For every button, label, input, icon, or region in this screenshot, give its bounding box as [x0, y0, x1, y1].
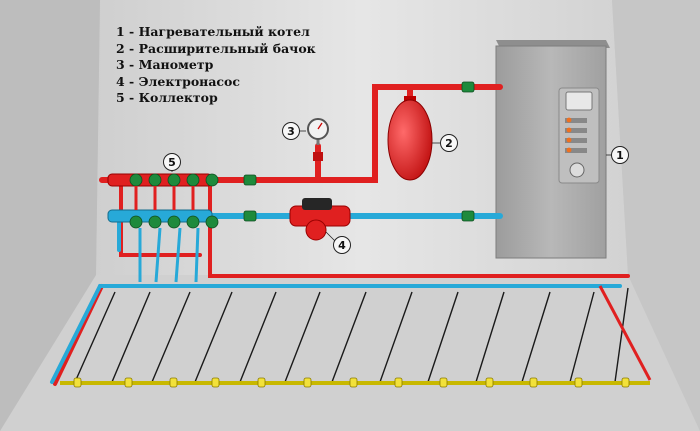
- legend-item-2: 2 - Расширительный бачок: [116, 41, 316, 58]
- callout-expansion-tank: 2: [440, 134, 458, 152]
- legend-item-4: 4 - Электронасос: [116, 74, 316, 91]
- callout-collector: 5: [163, 153, 181, 171]
- legend-item-3: 3 - Манометр: [116, 57, 316, 74]
- callout-manometer: 3: [282, 122, 300, 140]
- legend: 1 - Нагревательный котел 2 - Расширитель…: [116, 24, 316, 107]
- callout-pump: 4: [333, 236, 351, 254]
- legend-number: 5: [116, 90, 125, 105]
- boiler-control-panel: [558, 87, 600, 184]
- legend-separator: -: [124, 57, 139, 72]
- boiler: [495, 40, 610, 259]
- left-wall: [0, 0, 100, 431]
- legend-separator: -: [124, 24, 139, 39]
- legend-number: 4: [116, 73, 125, 89]
- floor-clips: [73, 377, 630, 388]
- legend-separator: -: [124, 90, 139, 105]
- boiler-display: [565, 91, 593, 111]
- legend-number: 2: [116, 40, 125, 56]
- legend-text: Нагревательный котел: [138, 24, 310, 39]
- boiler-knob: [569, 162, 585, 178]
- boiler-buttons: [565, 117, 587, 153]
- legend-separator: -: [124, 40, 139, 56]
- legend-number: 3: [116, 57, 125, 72]
- legend-text: Расширительный бачок: [138, 40, 316, 56]
- legend-text: Манометр: [138, 57, 214, 72]
- right-wall: [612, 0, 700, 431]
- valves: [243, 81, 475, 222]
- legend-text: Коллектор: [138, 90, 218, 105]
- legend-separator: -: [124, 73, 139, 89]
- legend-text: Электронасос: [138, 73, 240, 89]
- expansion-tank: [387, 96, 433, 181]
- callout-boiler: 1: [611, 146, 629, 164]
- legend-item-1: 1 - Нагревательный котел: [116, 24, 316, 41]
- legend-item-5: 5 - Коллектор: [116, 90, 316, 107]
- legend-number: 1: [116, 24, 125, 39]
- collector: [107, 173, 219, 283]
- electric-pump: [289, 198, 351, 241]
- back-wall: [96, 0, 628, 275]
- floor: [0, 275, 700, 431]
- manometer: [307, 118, 329, 161]
